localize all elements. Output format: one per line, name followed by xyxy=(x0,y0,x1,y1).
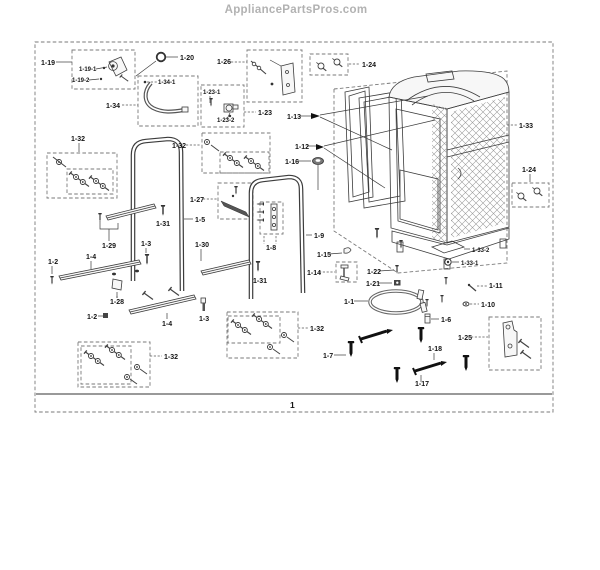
callout-1-18: 1-18 xyxy=(428,346,442,353)
callout-1-25: 1-25 xyxy=(458,335,472,342)
callout-1-19: 1-19 xyxy=(41,60,55,67)
callout-1-12: 1-12 xyxy=(295,144,309,151)
callout-1-11: 1-11 xyxy=(489,283,503,290)
box-1-24-right xyxy=(511,182,550,208)
callout-1-31-a: 1-31 xyxy=(156,221,170,228)
box-1-32-left xyxy=(46,152,118,199)
callout-1-32-d: 1-32 xyxy=(310,326,324,333)
callout-1-13: 1-13 xyxy=(287,114,301,121)
tub-drawing xyxy=(344,70,510,270)
callout-1-22: 1-22 xyxy=(367,269,381,276)
box-1-24-top xyxy=(309,53,349,76)
callout-1-29: 1-29 xyxy=(102,243,116,250)
box-1-32-left-inner xyxy=(66,168,114,195)
callout-1-30: 1-30 xyxy=(195,242,209,249)
callout-1-32-b: 1-32 xyxy=(172,143,186,150)
callout-1-3-a: 1-3 xyxy=(141,241,151,248)
callout-1-20: 1-20 xyxy=(180,55,194,62)
group-boxes xyxy=(46,49,550,388)
callout-1-19-1: 1-19-1 xyxy=(79,67,97,73)
figure-number: 1 xyxy=(290,400,295,410)
leader-lines xyxy=(51,56,531,382)
box-1-27 xyxy=(217,182,254,220)
callout-1-8: 1-8 xyxy=(266,245,276,252)
callout-1-2-b: 1-2 xyxy=(87,314,97,321)
box-1-32-top-inner xyxy=(219,151,270,174)
part-drawings xyxy=(50,51,543,385)
box-1-25 xyxy=(488,316,542,371)
callout-1-32-a: 1-32 xyxy=(71,136,85,143)
callout-labels: 1-19 1-19-1 1-19-2 1-20 1-26 1-24 1-34 1… xyxy=(41,55,536,410)
callout-1-19-2: 1-19-2 xyxy=(72,78,90,84)
callout-1-23-2: 1-23-2 xyxy=(217,118,235,124)
callout-1-3-b: 1-3 xyxy=(199,316,209,323)
box-1-32-bottomleft xyxy=(77,341,151,388)
box-1-32-bottomleft-inner xyxy=(80,345,132,385)
callout-1-34: 1-34 xyxy=(106,103,120,110)
box-1-23 xyxy=(200,84,245,128)
callout-1-28: 1-28 xyxy=(110,299,124,306)
callout-1-26: 1-26 xyxy=(217,59,231,66)
door-seal-1-5 xyxy=(130,136,185,292)
callout-1-31-b: 1-31 xyxy=(253,278,267,285)
callout-1-5: 1-5 xyxy=(195,217,205,224)
anchor-bolt-1-17-18 xyxy=(412,361,447,376)
callout-1-7: 1-7 xyxy=(323,353,333,360)
callout-1-33: 1-33 xyxy=(519,123,533,130)
callout-1-4-b: 1-4 xyxy=(162,321,172,328)
o-ring-1-20 xyxy=(155,51,167,63)
anchor-bolt-upper xyxy=(358,329,393,344)
callout-1-9: 1-9 xyxy=(314,233,324,240)
callout-1-23-1: 1-23-1 xyxy=(203,90,221,96)
callout-1-24-right: 1-24 xyxy=(522,167,536,174)
callout-1-33-1: 1-33-1 xyxy=(461,261,479,267)
diagram-border xyxy=(34,41,554,413)
box-1-8 xyxy=(259,201,284,235)
callout-1-14: 1-14 xyxy=(307,270,321,277)
callout-1-27: 1-27 xyxy=(190,197,204,204)
callout-1-32-c: 1-32 xyxy=(164,354,178,361)
callout-1-2-a: 1-2 xyxy=(48,259,58,266)
callout-1-17: 1-17 xyxy=(415,381,429,388)
mount-screw-1-7 xyxy=(347,341,355,357)
box-1-34 xyxy=(137,75,199,127)
door-seal-1-9 xyxy=(248,174,306,299)
box-1-32-bottommid xyxy=(226,311,299,359)
site-watermark: AppliancePartsPros.com xyxy=(224,4,368,16)
box-1-14 xyxy=(335,261,358,283)
callout-1-33-2: 1-33-2 xyxy=(472,248,490,254)
callout-1-10: 1-10 xyxy=(481,302,495,309)
callout-1-23: 1-23 xyxy=(258,110,272,117)
callout-1-4-a: 1-4 xyxy=(86,254,96,261)
callout-1-34-1: 1-34-1 xyxy=(158,80,176,86)
callout-1-21: 1-21 xyxy=(366,281,380,288)
callout-1-24-top: 1-24 xyxy=(362,62,376,69)
callout-1-15: 1-15 xyxy=(317,252,331,259)
callout-1-16: 1-16 xyxy=(285,159,299,166)
callout-1-6: 1-6 xyxy=(441,317,451,324)
callout-1-1: 1-1 xyxy=(344,299,354,306)
box-1-32-bottommid-inner xyxy=(227,315,281,344)
box-1-19 xyxy=(71,49,136,90)
